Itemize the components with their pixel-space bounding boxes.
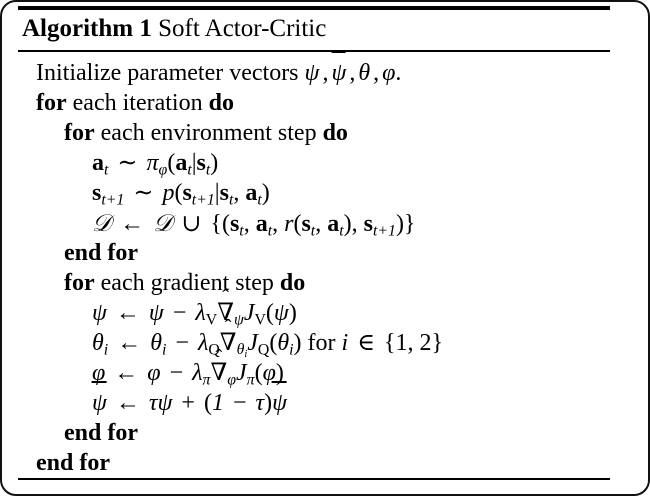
q-update-equation: θi ← θi − λQ∇̂θiJQ(θi) (92, 330, 302, 361)
algorithm-body: Initialize parameter vectors ψ,ψ,θ,φ. fo… (18, 50, 610, 478)
line-state-transition: st+1 ∼ p(st+1|st, at) (18, 178, 610, 208)
end-for-keyword: end for (64, 420, 138, 446)
line-action-sample: at ∼ πφ(at|st) (18, 148, 610, 178)
line-q-update: θi ← θi − λQ∇̂θiJQ(θi) for i ∈ {1, 2} (18, 328, 610, 361)
line-end-for-environment: end for (18, 238, 610, 268)
value-update-equation: ψ ← ψ − λV∇̂ψJV(ψ) (92, 300, 297, 329)
line-policy-update: φ ← φ − λπ∇̂φJπ(φ) (18, 358, 610, 388)
line-end-for-gradient: end for (18, 418, 610, 448)
for-keyword: for (64, 270, 95, 296)
end-for-keyword: end for (64, 240, 138, 266)
policy-update-equation: φ ← φ − λπ∇̂φJπ(φ) (92, 360, 284, 389)
algorithm-name: Soft Actor-Critic (158, 15, 327, 42)
target-update-equation: ψ ← τψ + (1 − τ)ψ (91, 380, 287, 416)
algorithm-label: Algorithm 1 (22, 15, 152, 42)
algorithm-top-rule (18, 6, 610, 10)
algorithm-bottom-rule (18, 478, 610, 480)
q-update-index-set: i ∈ {1, 2} (341, 330, 444, 356)
initialize-text: Initialize parameter vectors (36, 60, 299, 86)
line-value-update: ψ ← ψ − λV∇̂ψJV(ψ) (18, 298, 610, 328)
do-keyword: do (208, 90, 234, 116)
q-update-suffix: for (307, 330, 336, 356)
line-for-iteration: for each iteration do (18, 88, 610, 118)
line-end-for-iteration: end for (18, 448, 610, 478)
for-iteration-text: each iteration (72, 90, 203, 116)
algorithm-title: Algorithm 1 Soft Actor-Critic (18, 10, 610, 50)
for-gradient-step-text: each gradient step (100, 270, 274, 296)
line-replay-buffer-update: 𝒟 ← 𝒟 ∪ {(st, at, r(st, at), st+1)} (18, 208, 610, 240)
do-keyword: do (322, 120, 348, 146)
action-sample-equation: at ∼ πφ(at|st) (92, 150, 219, 179)
q-update-set: {1, 2} (383, 330, 444, 356)
for-keyword: for (36, 90, 67, 116)
line-initialize: Initialize parameter vectors ψ,ψ,θ,φ. (18, 50, 610, 88)
initialize-symbols: ψ,ψ,θ,φ. (305, 50, 401, 86)
line-for-gradient-step: for each gradient step do (18, 268, 610, 298)
do-keyword: do (279, 270, 306, 296)
line-target-update: ψ ← τψ + (1 − τ)ψ (18, 380, 610, 418)
for-environment-step-text: each environment step (100, 120, 317, 146)
algorithm-title-rule (18, 50, 610, 52)
end-for-keyword: end for (36, 450, 110, 476)
for-keyword: for (64, 120, 95, 146)
line-for-environment-step: for each environment step do (18, 118, 610, 148)
state-transition-equation: st+1 ∼ p(st+1|st, at) (92, 180, 270, 209)
replay-buffer-equation: 𝒟 ← 𝒟 ∪ {(st, at, r(st, at), st+1)} (92, 209, 416, 240)
